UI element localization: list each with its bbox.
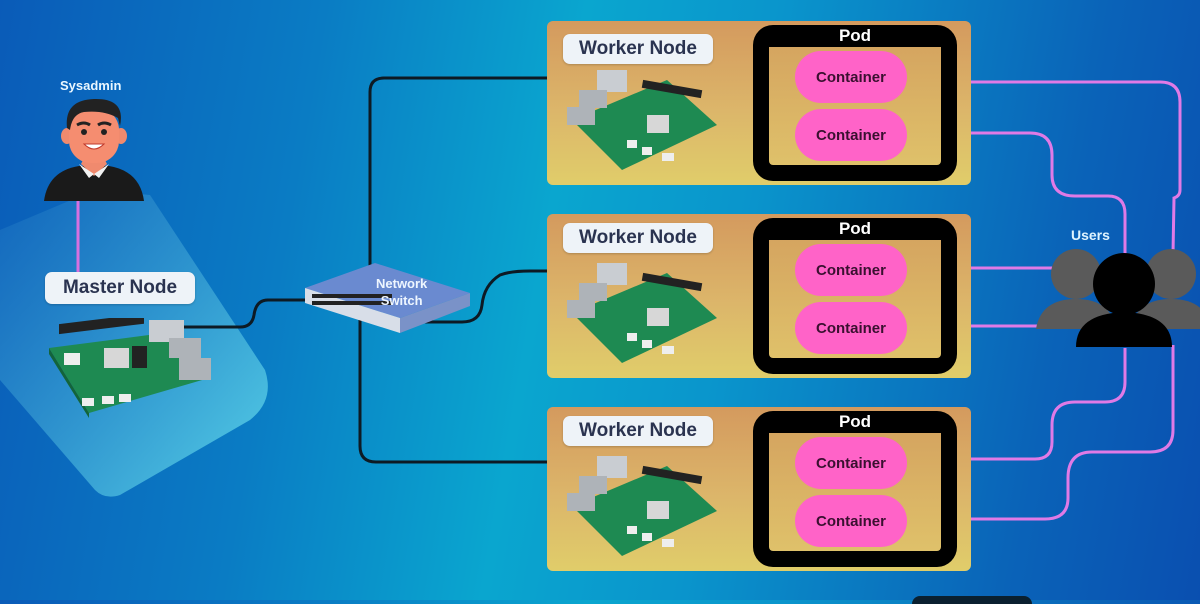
worker-node-label: Worker Node bbox=[563, 416, 713, 446]
network-switch-label: Network Switch bbox=[376, 275, 427, 309]
link-w3c2 bbox=[910, 345, 1175, 521]
switch-worker3-cable bbox=[358, 320, 600, 464]
sysadmin-label: Sysadmin bbox=[60, 78, 122, 93]
master-node-label: Master Node bbox=[45, 272, 195, 304]
raspberry-pi-master-icon[interactable] bbox=[44, 318, 219, 418]
pod-label: Pod bbox=[838, 412, 872, 431]
worker-node-3[interactable]: Worker Node Pod Container Container bbox=[547, 407, 971, 571]
link-w1c2 bbox=[908, 131, 1127, 262]
worker-node-1[interactable]: Worker Node Pod Container Container bbox=[547, 21, 971, 185]
pod[interactable]: Pod Container Container bbox=[753, 25, 957, 181]
container-2[interactable]: Container bbox=[795, 495, 907, 547]
raspberry-pi-worker-icon bbox=[567, 456, 717, 556]
pod[interactable]: Pod Container Container bbox=[753, 411, 957, 567]
network-switch-line2: Switch bbox=[380, 293, 423, 308]
container-2[interactable]: Container bbox=[795, 302, 907, 354]
worker-node-label: Worker Node bbox=[563, 34, 713, 64]
raspberry-pi-worker-icon bbox=[567, 263, 717, 363]
pod-label: Pod bbox=[838, 26, 872, 45]
container-1[interactable]: Container bbox=[795, 244, 907, 296]
sysadmin-avatar-icon bbox=[44, 98, 144, 201]
container-1[interactable]: Container bbox=[795, 51, 907, 103]
users-label: Users bbox=[1071, 227, 1110, 243]
users-group-icon bbox=[1036, 249, 1200, 347]
network-switch-icon[interactable] bbox=[300, 258, 475, 338]
master-switch-cable bbox=[183, 298, 310, 329]
worker-node-label: Worker Node bbox=[563, 223, 713, 253]
link-w1c1 bbox=[905, 80, 1182, 255]
switch-worker1-cable bbox=[368, 76, 600, 275]
switch-worker2-cable bbox=[420, 269, 600, 324]
pod[interactable]: Pod Container Container bbox=[753, 218, 957, 374]
raspberry-pi-worker-icon bbox=[567, 70, 717, 170]
container-2[interactable]: Container bbox=[795, 109, 907, 161]
link-w3c1 bbox=[910, 348, 1127, 461]
container-1[interactable]: Container bbox=[795, 437, 907, 489]
network-switch-line1: Network bbox=[376, 276, 428, 291]
pod-label: Pod bbox=[838, 219, 872, 238]
worker-node-2[interactable]: Worker Node Pod Container Container bbox=[547, 214, 971, 378]
